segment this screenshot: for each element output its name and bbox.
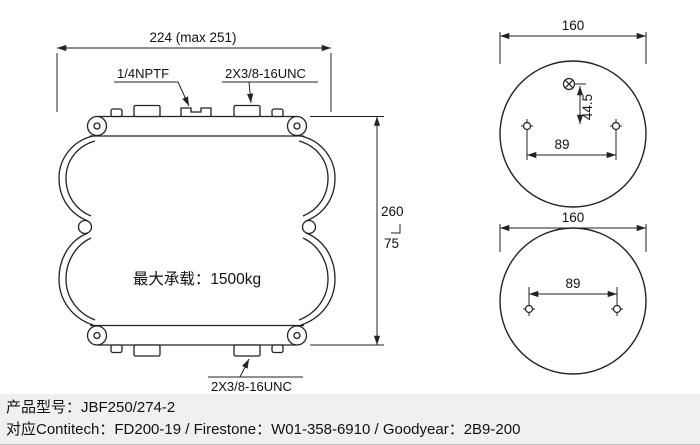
max-load-label: 最大承载：1500kg — [133, 270, 261, 288]
air-inlet-symbol — [562, 77, 576, 91]
air-port-fitting — [180, 107, 212, 117]
bottom-view-bolt-spacing-label: 89 — [565, 276, 580, 291]
port-callout — [114, 81, 190, 107]
bottom-right-bead — [286, 325, 308, 346]
bottom-plate-circle — [499, 227, 647, 375]
top-stud-left — [133, 104, 161, 118]
width-dimension-label: 224 (max 251) — [149, 30, 236, 45]
top-stud-right — [233, 104, 261, 118]
bottom-stud-label: 2X3/8-16UNC — [211, 379, 292, 394]
port-offset-dimension — [575, 83, 586, 124]
top-right-bead — [286, 115, 308, 137]
top-plate-circle — [499, 60, 647, 208]
technical-drawing: 224 (max 251) 1/4NPTF 2X3/8-16UNC — [56, 18, 647, 394]
stroke-dimension-label: 75 — [384, 236, 399, 251]
width-dimension — [56, 44, 332, 112]
bottom-stud-right — [233, 344, 261, 357]
port-offset-label: 44.5 — [580, 94, 595, 120]
model-text: 产品型号：JBF250/274-2 — [6, 399, 176, 416]
top-stud-callout — [222, 81, 318, 104]
bottom-left-bead — [86, 325, 108, 346]
top-view-diameter-dimension — [499, 32, 647, 64]
height-dimension — [310, 116, 384, 346]
girdle-ring-left — [77, 219, 93, 235]
bottom-view-diameter-label: 160 — [562, 210, 585, 225]
top-view: 160 44.5 — [499, 18, 647, 208]
girdle-ring-right — [301, 219, 317, 235]
height-dimension-label: 260 — [381, 204, 404, 219]
top-view-bolt-holes — [521, 119, 622, 160]
stroke-bracket-symbol — [391, 224, 401, 234]
top-view-diameter-label: 160 — [562, 18, 585, 33]
top-left-bead — [86, 115, 108, 137]
front-view: 224 (max 251) 1/4NPTF 2X3/8-16UNC — [56, 30, 404, 394]
bellows-outline — [58, 104, 336, 357]
bottom-view: 160 89 — [499, 210, 647, 375]
caption-area: 产品型号：JBF250/274-2 对应Contitech：FD200-19 /… — [0, 394, 700, 445]
top-stud-label: 2X3/8-16UNC — [225, 66, 306, 81]
bottom-stud-left — [133, 344, 161, 357]
bottom-view-bolt-holes — [523, 287, 623, 316]
cross-reference-text: 对应Contitech：FD200-19 / Firestone：W01-358… — [6, 421, 521, 438]
port-label: 1/4NPTF — [117, 66, 169, 81]
top-view-bolt-spacing-label: 89 — [554, 137, 569, 152]
bottom-stud-callout — [208, 358, 303, 378]
